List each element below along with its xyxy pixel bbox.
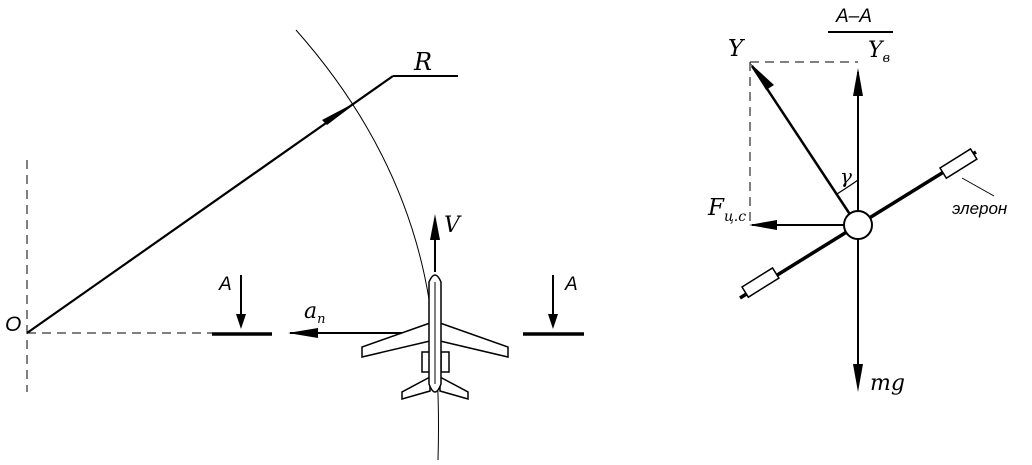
velocity-label: V: [444, 213, 462, 238]
center-of-mass: [843, 210, 873, 240]
accel-label: an: [304, 299, 326, 327]
section-label-left: A: [218, 274, 232, 295]
lift-arrowhead: [750, 63, 774, 90]
section-mark-left: [212, 275, 272, 336]
radius-label: R: [413, 48, 432, 76]
section-title: A–A: [835, 6, 872, 27]
aircraft-plan-view: [361, 274, 509, 400]
centripetal-label: Fц.с: [707, 195, 746, 225]
aircraft-tail-left: [401, 375, 431, 400]
aircraft-engine-right: [440, 351, 450, 373]
section-label-right: A: [564, 274, 578, 295]
centripetal-subscript: ц.с: [724, 209, 746, 225]
aileron-label: элерон: [952, 199, 1008, 218]
aircraft-wing-left: [361, 321, 431, 358]
lift-vertical-subscript: в: [883, 51, 891, 66]
centripetal-symbol: F: [707, 195, 725, 221]
centripetal-arrowhead: [749, 220, 777, 230]
lift-label: Y: [728, 36, 746, 62]
velocity-arrowhead: [430, 214, 440, 240]
weight-label: mg: [870, 371, 905, 396]
aircraft-tail-right: [439, 375, 469, 400]
bank-angle-label: γ: [840, 164, 852, 188]
accel-symbol: a: [304, 299, 317, 324]
section-mark-right: [523, 275, 584, 336]
aircraft-wing-right: [439, 321, 509, 358]
aileron-leader: [961, 177, 995, 197]
lift-vertical-arrowhead: [853, 68, 863, 96]
right-view-section: A–A Y Yв γ Fц.с: [707, 6, 1008, 396]
acceleration-arrowhead: [288, 328, 318, 338]
turn-trajectory-arc: [295, 29, 439, 461]
left-view-turn-plan: O R V an A A: [5, 29, 584, 461]
aileron-right: [938, 147, 978, 180]
lift-vector: [750, 65, 857, 223]
aileron-left: [740, 266, 780, 299]
lift-vertical-symbol: Y: [868, 38, 885, 63]
weight-arrowhead: [853, 364, 863, 392]
lift-vertical-label: Yв: [868, 38, 890, 66]
bank-angle-arc: [836, 179, 859, 195]
center-label: O: [5, 313, 21, 336]
accel-subscript: n: [317, 312, 325, 327]
radius-arrowhead: [322, 100, 360, 125]
